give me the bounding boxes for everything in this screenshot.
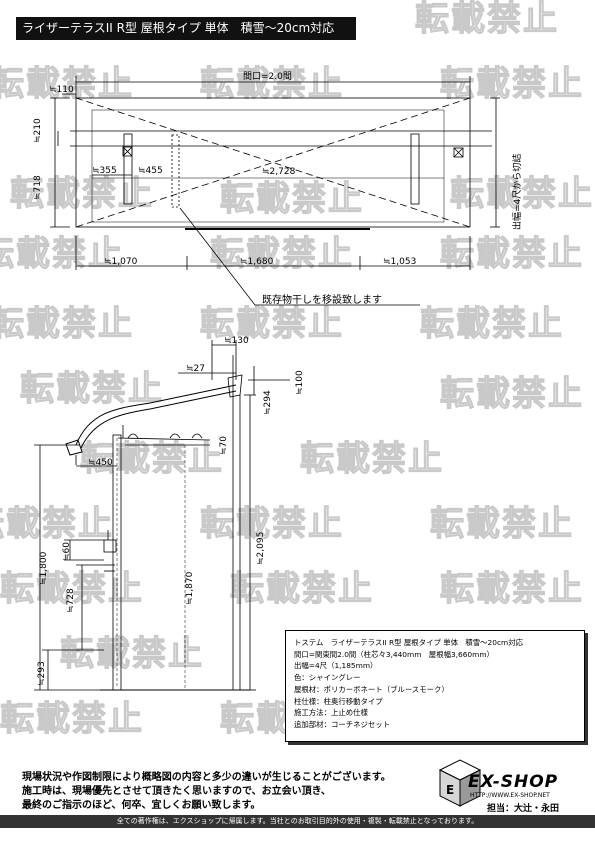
spec-line: 柱仕様：柱奥行移動タイプ [294,696,383,706]
dim-293: ≒293 [37,661,47,686]
notice-block: 現場状況や作図制限により概略図の内容と多少の違いが生じることがございます。 施工… [22,771,417,813]
spec-line: 間口=関東間2.0間（柱芯々3,440mm 屋根幅3,660mm） [294,649,494,659]
watermark: 転載禁止 [20,369,164,409]
watermark: 転載禁止 [210,234,354,274]
footer-copyright: 全ての著作権は、エクスショップに帰属します。当社とのお取引目的外の使用・複製・転… [0,815,595,828]
watermark: 転載禁止 [300,439,444,479]
brand-logo-icon: E [438,759,482,807]
page-title: ライザーテラスII R型 屋根タイプ 単体 積雪～20cm対応 [16,17,356,40]
dim-70: ≒70 [219,436,229,455]
width-label: 間口=2.0間 [243,71,292,82]
notice-line: 最終のご指示のほど、何卒、宜しくお願い致します。 [22,800,261,811]
plan-view: 間口=2.0間 ≒110 ≒210 ≒718 ≒355 ≒455 [33,71,523,306]
dim-1053: ≒1,053 [383,257,416,267]
spec-line: 屋根材：ポリカーボネート（ブルースモーク） [294,684,449,694]
watermark: 転載禁止 [0,699,144,739]
watermark: 転載禁止 [440,569,584,609]
watermark: 転載禁止 [430,504,574,544]
spec-line: 色：シャイングレー [294,673,361,683]
dim-718: ≒718 [33,175,43,200]
notice-line: 現場状況や作図制限により概略図の内容と多少の違いが生じることがございます。 [22,772,391,783]
dim-2095: ≒2,095 [256,532,266,565]
existing-dryer [171,134,180,208]
dim-1870: ≒1,870 [185,571,195,605]
watermark: 転載禁止 [10,174,154,214]
dim-355: ≒355 [92,166,117,176]
dim-27: ≒27 [186,364,205,374]
roof-diagonal [75,97,471,228]
brand-url[interactable]: HTTP://WWW.EX-SHOP.NET [470,792,550,799]
dim-diag: ≒2,728 [262,167,296,177]
callout-text: 既存物干しを移設致します [262,293,382,306]
svg-text:E: E [446,783,454,797]
watermark: 転載禁止 [200,304,344,344]
watermark: 転載禁止 [440,234,584,274]
callout-leader [179,207,420,306]
watermark: 転載禁止 [220,179,364,219]
watermark: 転載禁止 [60,634,204,674]
dim-1070: ≒1,070 [104,257,138,267]
dim-450: ≒450 [88,458,113,468]
dim-728: ≒728 [66,588,76,613]
dim-1800: ≒1,800 [39,551,49,585]
dim-1680: ≒1,680 [240,257,274,267]
roof-curve [75,384,237,446]
dim-130: ≒130 [224,336,249,346]
watermark: 転載禁止 [200,64,344,104]
roof-outline [75,97,471,228]
spec-line: 出幅=4尺（1,185mm） [294,661,378,671]
watermark: 転載禁止 [440,374,584,414]
watermark: 転載禁止 [200,504,344,544]
spec-box: トステム ライザーテラスII R型 屋根タイプ 単体 積雪～20cm対応 間口=… [285,630,585,742]
spec-line: トステム ライザーテラスII R型 屋根タイプ 単体 積雪～20cm対応 [294,638,523,647]
dim-210: ≒210 [33,118,43,143]
post-right [410,133,420,205]
dim-top: ≒110 [49,85,74,95]
side-note: 出幅=4尺から切詰 [511,154,523,230]
watermark: 転載禁止 [0,569,144,609]
watermark: 転載禁止 [420,304,564,344]
dim-294: ≒294 [263,390,273,415]
post-left [123,133,133,205]
front-gutter [65,439,83,456]
person-in-charge: 担当：大辻・永田 [487,804,560,814]
watermark: 転載禁止 [450,174,594,214]
watermark: 転載禁止 [415,0,559,39]
watermark: 転載禁止 [0,304,134,344]
spec-line: 施工方法：上止め仕様 [294,708,368,718]
dim-60: ≒60 [62,542,72,561]
brand-name: EX-SHOP [468,772,559,792]
dim-100: ≒100 [295,370,305,395]
watermark: 転載禁止 [80,439,224,479]
notice-line: 施工時は、現場優先とさせて頂きたく思いますので、お立会い頂き、 [22,786,331,797]
watermark-row-1: 転載禁止 転載禁止 転載禁止 転載禁止 転載禁止 転載禁止 転載禁止 転載禁止 … [0,0,594,740]
roof-diagonal [75,97,471,228]
spec-line: 追加部材：コーチネジセット [294,719,391,729]
section-view: ≒130 ≒27 ≒100 ≒294 ≒70 ≒450 ≒2,095 ≒1,80… [34,336,305,691]
watermark: 転載禁止 [230,569,374,609]
dim-455: ≒455 [138,166,163,176]
watermark: 転載禁止 [0,234,124,274]
watermark: 転載禁止 [0,504,114,544]
